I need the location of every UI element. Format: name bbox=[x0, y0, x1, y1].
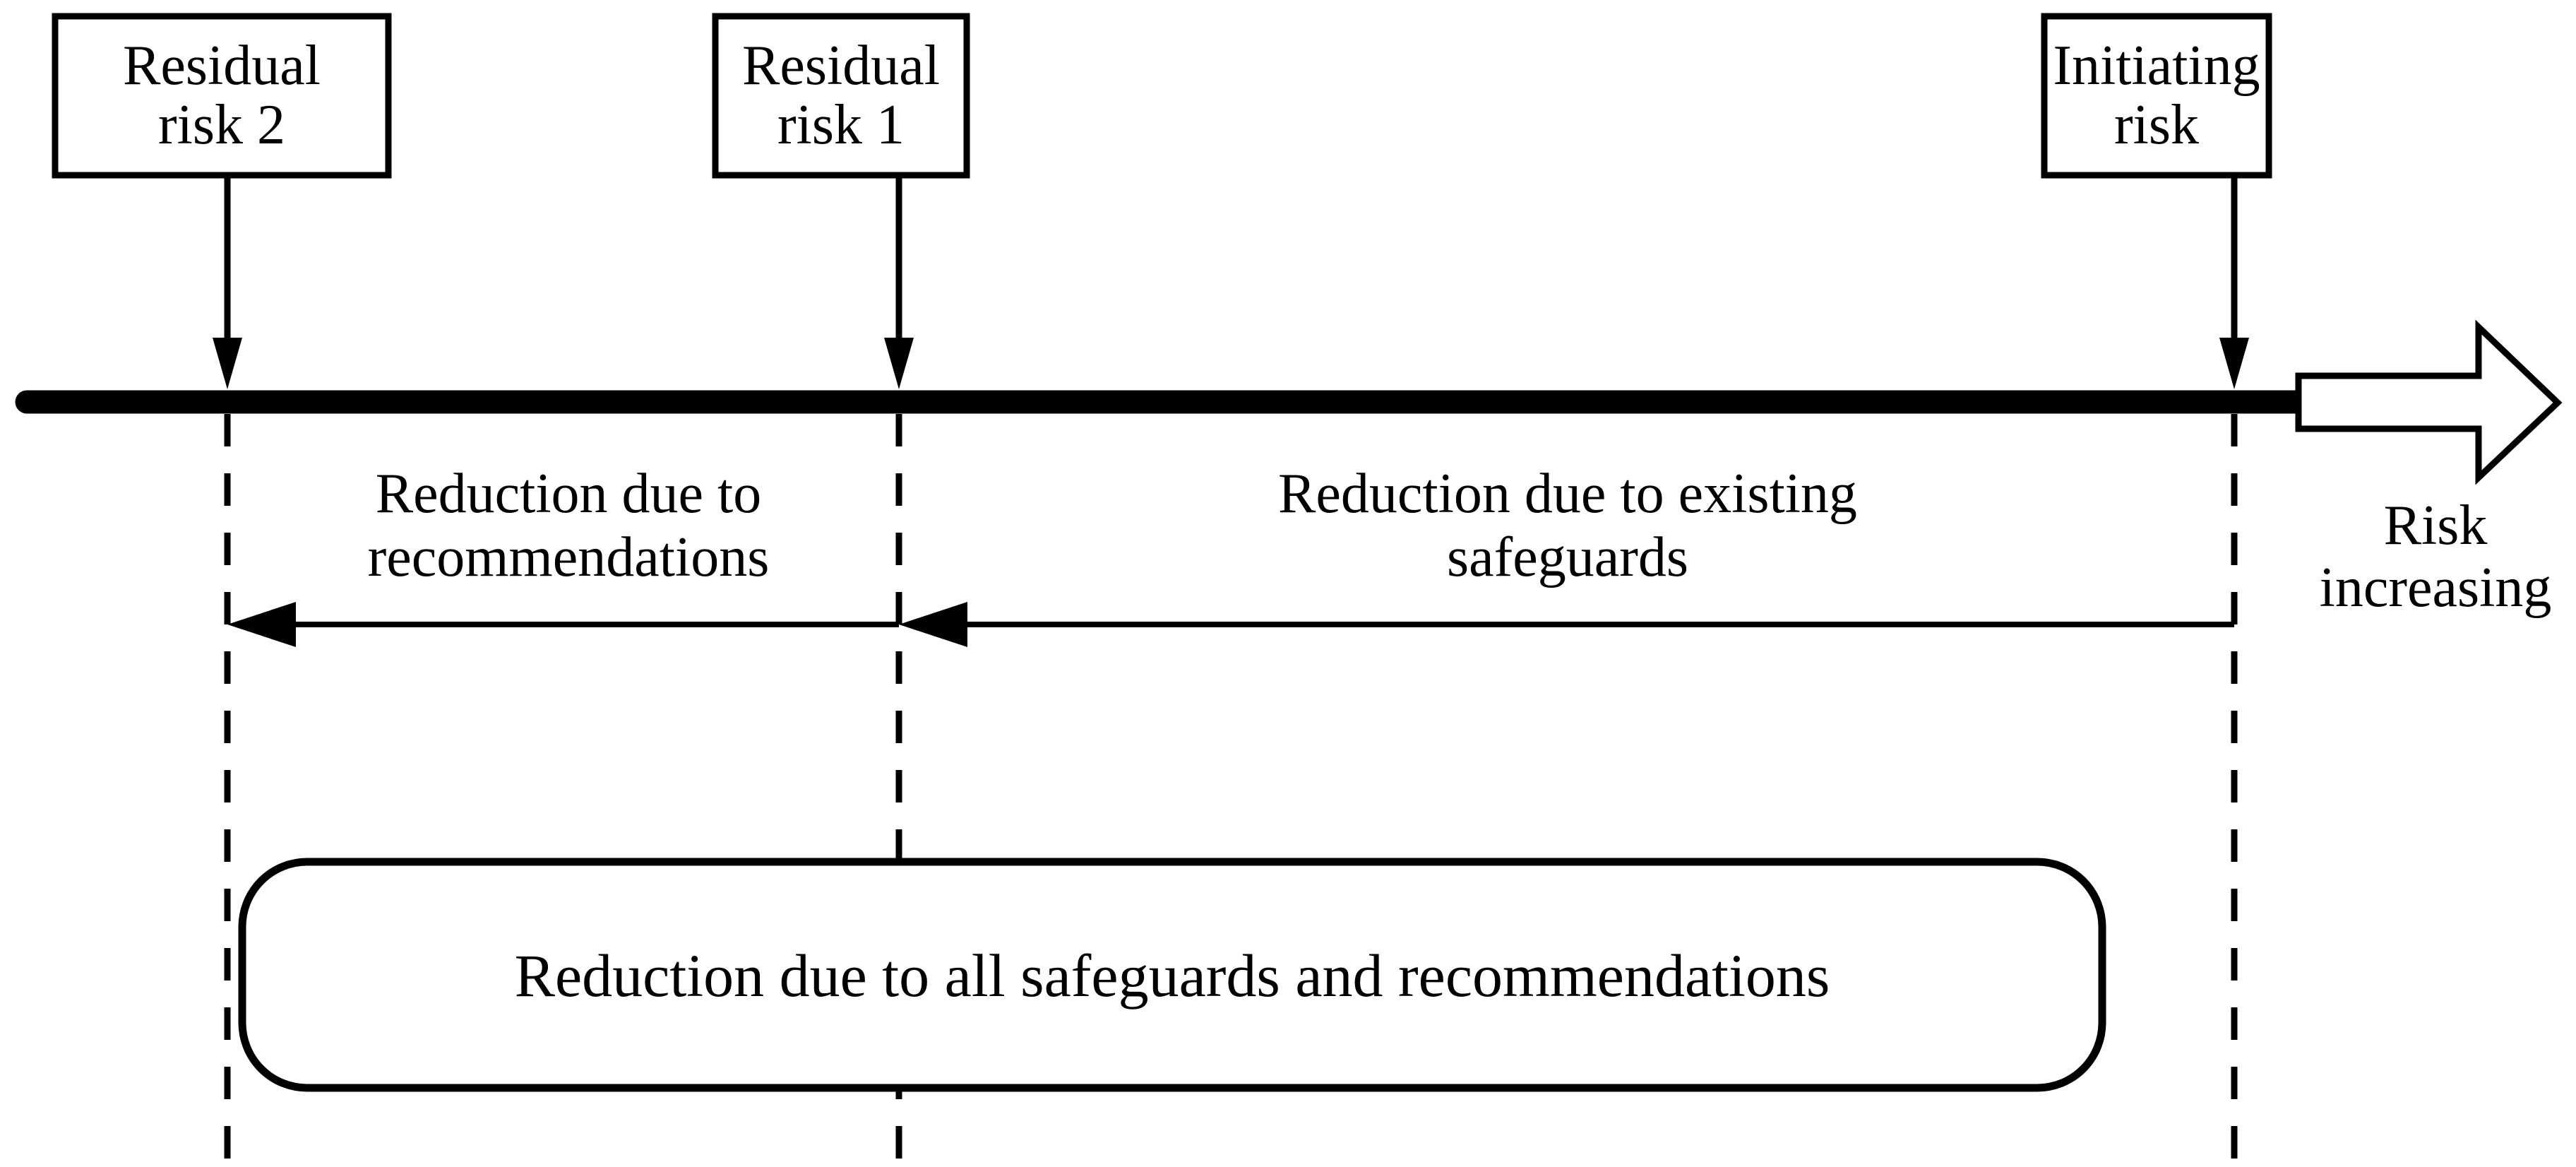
measure-arrow-existing-safeguards bbox=[899, 602, 2234, 647]
measure-label-existing-safeguards: Reduction due to existing safeguards bbox=[1278, 463, 1857, 588]
measure-arrow-recommendations bbox=[227, 602, 899, 647]
connector-residual-risk-2 bbox=[213, 175, 242, 389]
node-label-residual-risk-2: Residual risk 2 bbox=[123, 35, 321, 156]
measure-label-recommendations: Reduction due to recommendations bbox=[367, 463, 770, 588]
connector-residual-risk-1 bbox=[884, 175, 914, 389]
reduction-all-pill[interactable] bbox=[238, 858, 2106, 1092]
risk-increasing-block-arrow bbox=[2295, 319, 2563, 485]
node-box-initiating-risk[interactable] bbox=[2041, 13, 2272, 179]
node-box-residual-risk-1[interactable] bbox=[712, 13, 970, 179]
node-box-residual-risk-2[interactable] bbox=[52, 13, 392, 179]
connector-initiating-risk bbox=[2219, 175, 2249, 389]
risk-increasing-label: Risk increasing bbox=[2319, 494, 2552, 619]
node-label-residual-risk-1: Residual risk 1 bbox=[742, 35, 940, 156]
measure-label-reduction-all: Reduction due to all safeguards and reco… bbox=[514, 942, 1830, 1009]
node-label-initiating-risk: Initiating risk bbox=[2053, 35, 2260, 156]
